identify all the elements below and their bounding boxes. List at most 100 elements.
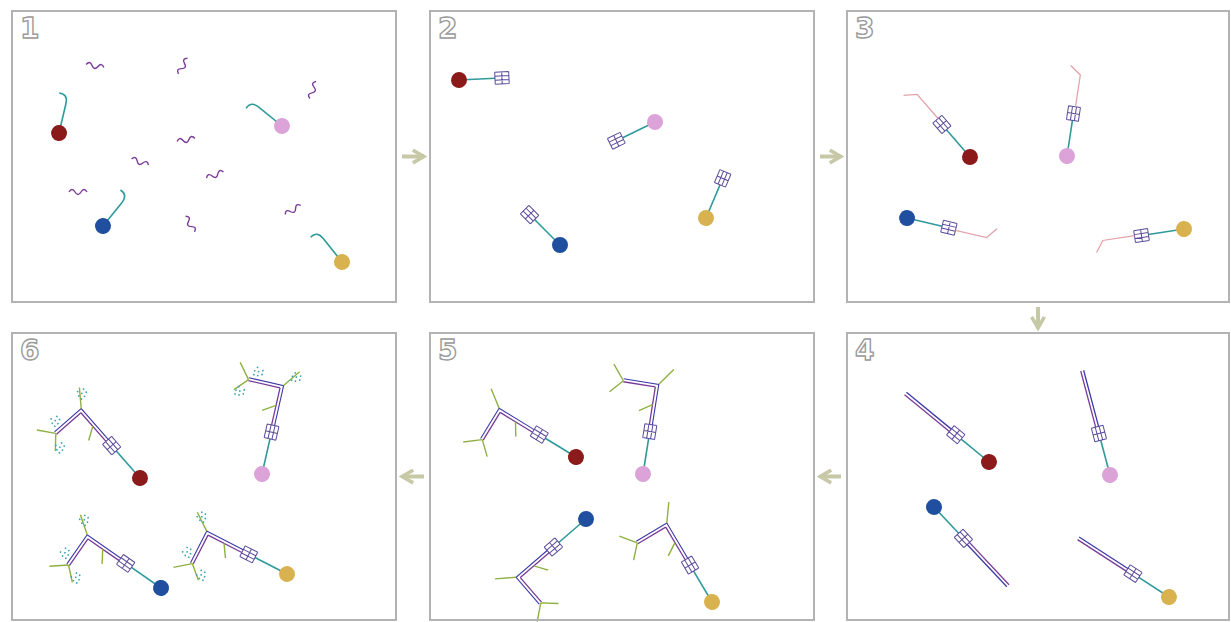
step-panel: 3 (846, 10, 1230, 303)
dot-mark (253, 374, 255, 376)
folded-motif (103, 436, 121, 454)
bead (644, 111, 665, 132)
extended-strand (906, 392, 951, 429)
dot-mark (54, 425, 57, 428)
dot-mark (67, 554, 70, 557)
step-arrow (820, 155, 841, 159)
step-number: 3 (855, 14, 874, 45)
bead (1100, 465, 1120, 485)
dot-mark (75, 576, 78, 579)
bead-construct (519, 204, 571, 256)
bead (575, 508, 598, 531)
bead (897, 208, 916, 227)
bead (696, 208, 717, 229)
bead (271, 115, 294, 138)
dot-mark (84, 514, 87, 517)
dot-mark (256, 366, 258, 368)
dot-mark (254, 370, 256, 372)
dot-mark (84, 524, 87, 527)
primer-strand (1095, 236, 1136, 253)
bead (49, 123, 68, 142)
free-oligo (131, 157, 150, 168)
bead (565, 446, 587, 468)
dot-mark (290, 379, 292, 381)
dot-mark (56, 449, 59, 452)
bead-construct (1074, 532, 1180, 608)
dot-mark (196, 515, 198, 517)
bead-construct (617, 502, 728, 622)
bead-construct (900, 387, 1000, 473)
folded-motif (520, 205, 538, 223)
dot-mark (189, 553, 191, 555)
free-oligo (86, 62, 105, 70)
free-oligo (69, 190, 87, 195)
folded-motif (264, 424, 279, 440)
dot-mark (195, 574, 197, 576)
extended-strand (617, 382, 655, 425)
dot-mark (186, 546, 188, 548)
extended-strand (67, 535, 121, 588)
bead (331, 251, 353, 273)
bead-construct (696, 169, 733, 229)
bead (923, 496, 946, 519)
bead-construct (904, 84, 982, 170)
extended-strand (969, 542, 1009, 584)
dot-mark (200, 569, 202, 571)
step-panel: 5 (429, 332, 815, 621)
dot-mark (79, 518, 82, 521)
free-oligo (176, 57, 189, 75)
branch-strand (46, 515, 118, 591)
folded-motif (1066, 106, 1080, 122)
dot-mark (63, 445, 66, 448)
bead-construct (596, 360, 673, 484)
primer-strand (955, 220, 996, 240)
folded-motif (643, 424, 657, 440)
bead (92, 215, 114, 237)
bead-construct (91, 190, 134, 237)
dot-mark (262, 370, 264, 372)
folded-motif (947, 426, 965, 444)
extended-strand (905, 395, 950, 432)
dot-mark (294, 380, 296, 382)
free-oligo (183, 215, 196, 233)
bead-construct (897, 206, 997, 246)
step-arrow (402, 155, 424, 159)
folded-motif (240, 546, 258, 563)
bead-construct (246, 95, 293, 138)
branch-strand (607, 360, 673, 415)
dot-mark (189, 548, 191, 550)
bead-construct (451, 70, 510, 89)
extended-strand (56, 413, 105, 463)
bead-construct (311, 226, 354, 273)
dot-mark (61, 555, 64, 558)
bead-construct (1074, 369, 1119, 485)
dot-mark (75, 572, 78, 575)
dot-mark (82, 388, 85, 391)
bead-construct (495, 503, 622, 622)
bead-construct (1056, 66, 1089, 166)
extended-strand (1078, 540, 1127, 572)
bead-construct (215, 358, 302, 485)
extended-strand (617, 379, 659, 425)
dot-mark (57, 422, 60, 425)
extended-strand (54, 409, 108, 463)
extended-strand (1084, 370, 1099, 426)
folded-motif (954, 529, 972, 547)
dot-mark (50, 418, 53, 421)
dot-mark (203, 575, 205, 577)
step-panel: 4 (846, 332, 1230, 621)
dot-mark (243, 389, 245, 391)
bead-construct (48, 93, 75, 143)
dot-mark (234, 393, 236, 395)
dot-mark (80, 398, 83, 401)
step-arrow (402, 475, 424, 479)
free-oligo (177, 136, 196, 144)
dot-mark (81, 392, 84, 395)
dot-mark (70, 575, 73, 578)
dot-mark (235, 389, 237, 391)
dot-mark (242, 393, 244, 395)
dot-mark (76, 390, 79, 393)
folded-motif (495, 72, 510, 85)
